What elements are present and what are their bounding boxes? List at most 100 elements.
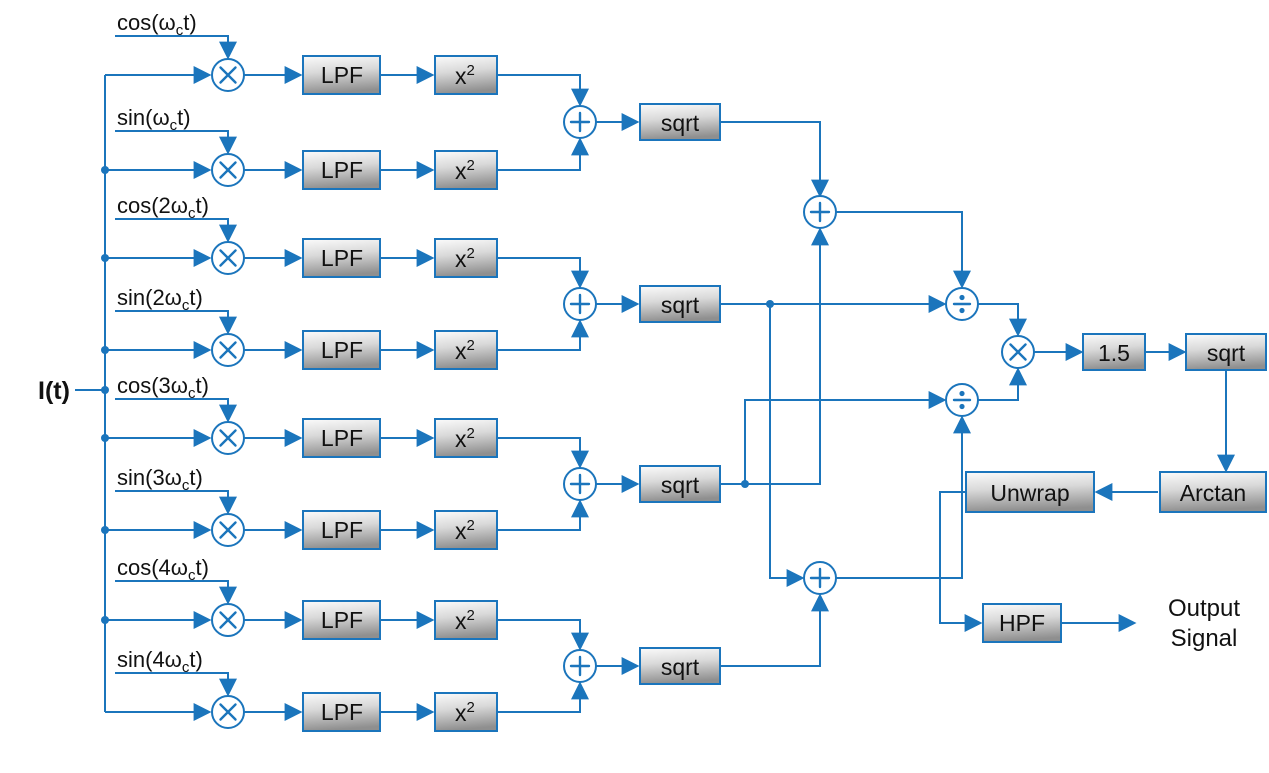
junction-dot	[766, 300, 774, 308]
junction-dot	[101, 386, 109, 394]
reference-label: cos(4ωct)	[117, 555, 209, 584]
sqrt-block	[639, 285, 721, 323]
multiply-icon	[219, 703, 237, 721]
sqrt-block	[639, 465, 721, 503]
square-base: x	[455, 246, 467, 272]
square-base: x	[455, 426, 467, 452]
wire	[769, 304, 805, 587]
reference-text: t)	[195, 555, 208, 580]
reference-subscript: c	[188, 205, 196, 222]
pair-2: sqrt	[563, 285, 721, 323]
hpf-label: HPF	[999, 610, 1045, 636]
lpf-block	[302, 330, 381, 370]
reference-text: t)	[189, 465, 202, 490]
multiply-icon	[219, 429, 237, 447]
square-block	[434, 510, 498, 550]
reference-label: cos(2ωct)	[117, 193, 209, 222]
wire	[720, 121, 829, 198]
square-exponent: 2	[467, 245, 475, 262]
unwrap-label: Unwrap	[990, 480, 1069, 506]
lpf-label: LPF	[321, 337, 363, 363]
lpf-label: LPF	[321, 607, 363, 633]
sqrt-block	[639, 647, 721, 685]
junction-dots	[101, 166, 774, 624]
reference-text: cos(4ω	[117, 555, 188, 580]
reference-text: sin(3ω	[117, 465, 182, 490]
add-icon	[569, 111, 591, 133]
lpf-label: LPF	[321, 517, 363, 543]
multiply-icon	[219, 341, 237, 359]
reference-text: sin(4ω	[117, 647, 182, 672]
sqrt-label: sqrt	[661, 110, 700, 136]
square-exponent: 2	[467, 157, 475, 174]
add-icon	[809, 201, 831, 223]
square-label: x2	[455, 425, 475, 452]
square-base: x	[455, 518, 467, 544]
square-exponent: 2	[467, 62, 475, 79]
junction-dot	[101, 166, 109, 174]
wire	[978, 303, 1027, 337]
sqrt-label: sqrt	[661, 654, 700, 680]
lpf-label: LPF	[321, 157, 363, 183]
square-label: x2	[455, 245, 475, 272]
reference-subscript: c	[188, 385, 196, 402]
square-exponent: 2	[467, 425, 475, 442]
reference-text: sin(ω	[117, 105, 170, 130]
lpf-label: LPF	[321, 425, 363, 451]
wire	[497, 681, 589, 713]
multiply-icon	[219, 249, 237, 267]
junction-dot	[101, 254, 109, 262]
wire	[497, 257, 589, 289]
wire	[497, 499, 589, 531]
reference-text: t)	[183, 10, 196, 35]
unwrap-block	[965, 471, 1095, 513]
row-6: sin(3ωct) LPF x2	[117, 465, 498, 550]
reference-wire	[115, 35, 237, 60]
reference-text: t)	[189, 285, 202, 310]
gain-block	[1082, 333, 1146, 371]
row-2: sin(ωct) LPF x2	[117, 105, 498, 190]
junction-dot	[101, 616, 109, 624]
reference-text: t)	[177, 105, 190, 130]
hpf-block	[982, 603, 1062, 643]
reference-subscript: c	[182, 659, 190, 676]
junction-dot	[101, 526, 109, 534]
square-block	[434, 418, 498, 458]
square-label: x2	[455, 337, 475, 364]
square-block	[434, 330, 498, 370]
square-exponent: 2	[467, 699, 475, 716]
reference-text: t)	[195, 193, 208, 218]
square-base: x	[455, 158, 467, 184]
sqrt-block	[639, 103, 721, 141]
junction-dot	[101, 346, 109, 354]
reference-wire	[115, 130, 237, 155]
reference-wire	[115, 218, 237, 243]
square-label: x2	[455, 607, 475, 634]
square-exponent: 2	[467, 337, 475, 354]
wire	[836, 415, 971, 579]
multiply-icon	[219, 161, 237, 179]
reference-wire	[115, 672, 237, 697]
lpf-label: LPF	[321, 699, 363, 725]
wire	[497, 137, 589, 171]
square-block	[434, 55, 498, 95]
reference-text: cos(ω	[117, 10, 176, 35]
lpf-block	[302, 418, 381, 458]
square-exponent: 2	[467, 607, 475, 624]
divide-icon	[952, 294, 972, 314]
lpf-label: LPF	[321, 245, 363, 271]
reference-label: cos(ωct)	[117, 10, 197, 39]
wires	[75, 35, 1235, 721]
multiply-icon	[1009, 343, 1027, 361]
reference-label: cos(3ωct)	[117, 373, 209, 402]
pair-3: sqrt	[563, 465, 721, 503]
reference-wire	[115, 310, 237, 335]
reference-subscript: c	[176, 22, 184, 39]
reference-subscript: c	[170, 117, 178, 134]
square-base: x	[455, 608, 467, 634]
sqrt-block	[1185, 333, 1267, 371]
sqrt-label: sqrt	[661, 292, 700, 318]
lpf-label: LPF	[321, 62, 363, 88]
input-signal-label: I(t)	[38, 377, 70, 405]
